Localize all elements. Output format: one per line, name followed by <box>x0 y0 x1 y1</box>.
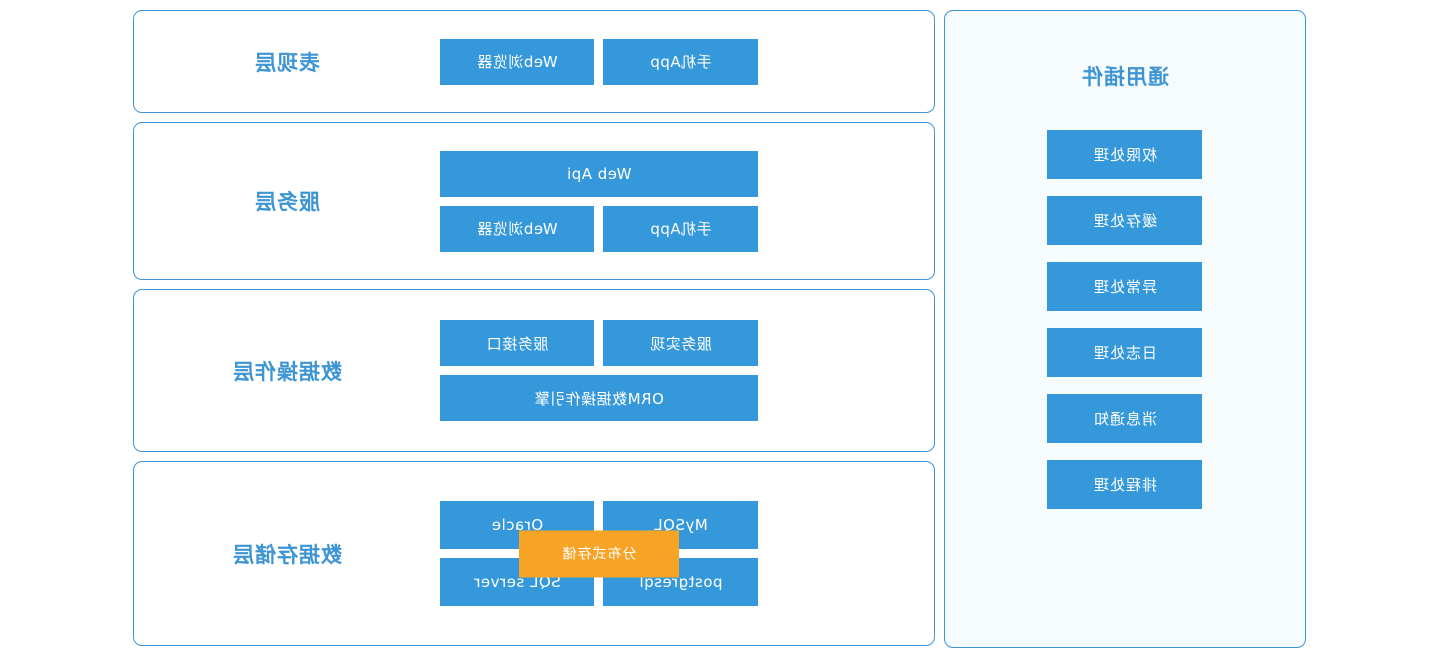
plugin-item-label: 缓存处理 <box>1093 212 1158 230</box>
node-label: Web浏览器 <box>476 220 558 238</box>
plugin-item-label: 日志处理 <box>1093 344 1158 362</box>
layer-body-data-storage: Oracle MySQL SQL server postgresql 分布式存储 <box>440 501 758 606</box>
node-service-interface[interactable]: 服务接口 <box>440 320 595 366</box>
layer-data-storage: 数据存储层 Oracle MySQL SQL server postgresql <box>133 461 935 646</box>
plugin-item-exception[interactable]: 异常处理 <box>1047 262 1203 311</box>
plugin-item-label: 消息通知 <box>1093 410 1158 428</box>
plugin-item-cache[interactable]: 缓存处理 <box>1047 196 1203 245</box>
plugin-item-label: 异常处理 <box>1093 278 1158 296</box>
node-service-implementation[interactable]: 服务实现 <box>603 320 758 366</box>
node-label: 手机App <box>649 220 712 238</box>
plugin-item-message-notify[interactable]: 消息通知 <box>1047 394 1203 443</box>
layer-label-data-operation: 数据操作层 <box>232 359 342 384</box>
node-label: 服务接口 <box>486 334 549 353</box>
node-row: 服务接口 服务实现 <box>440 320 758 366</box>
node-mobile-app[interactable]: 手机App <box>603 205 758 252</box>
plugin-item-label: 权限处理 <box>1093 146 1158 164</box>
node-row: Web Api <box>440 150 758 197</box>
plugins-panel-title: 通用插件 <box>1081 65 1169 89</box>
node-label: 服务实现 <box>649 334 712 353</box>
layer-data-operation: 数据操作层 服务接口 服务实现 ORM数据操作引擎 <box>133 289 935 452</box>
node-web-browser[interactable]: Web浏览器 <box>440 205 595 252</box>
layer-service: 服务层 Web Api Web浏览器 手机App <box>133 122 935 280</box>
node-web-api[interactable]: Web Api <box>440 150 758 197</box>
plugin-item-permission[interactable]: 权限处理 <box>1047 130 1203 179</box>
layer-body-presentation: Web浏览器 手机App <box>440 38 758 85</box>
node-row: Web浏览器 手机App <box>440 38 758 85</box>
node-mobile-app[interactable]: 手机App <box>603 38 758 85</box>
layer-label-data-storage: 数据存储层 <box>232 542 342 567</box>
layer-presentation: 表现层 Web浏览器 手机App <box>133 10 935 113</box>
layer-label-presentation: 表现层 <box>254 50 320 75</box>
node-row: Web浏览器 手机App <box>440 205 758 252</box>
node-label: Web Api <box>566 164 632 183</box>
badge-label: 分布式存储 <box>561 546 637 563</box>
plugin-item-logging[interactable]: 日志处理 <box>1047 328 1203 377</box>
general-plugins-panel: 通用插件 权限处理 缓存处理 异常处理 日志处理 消息通知 排程处理 <box>944 10 1306 648</box>
node-label: ORM数据操作引擎 <box>534 389 664 408</box>
node-row: ORM数据操作引擎 <box>440 375 758 421</box>
plugin-item-label: 排程处理 <box>1093 476 1158 494</box>
plugin-item-scheduler[interactable]: 排程处理 <box>1047 460 1203 509</box>
node-web-browser[interactable]: Web浏览器 <box>440 38 595 85</box>
layer-body-service: Web Api Web浏览器 手机App <box>440 150 758 252</box>
layer-stack: 表现层 Web浏览器 手机App 服务层 Web Api <box>133 10 935 646</box>
node-label: 手机App <box>649 53 712 71</box>
node-label: Web浏览器 <box>476 53 558 71</box>
badge-distributed-storage[interactable]: 分布式存储 <box>519 530 679 577</box>
plugin-list: 权限处理 缓存处理 异常处理 日志处理 消息通知 排程处理 <box>1047 130 1203 509</box>
layer-body-data-operation: 服务接口 服务实现 ORM数据操作引擎 <box>440 320 758 421</box>
layer-label-service: 服务层 <box>254 190 320 214</box>
node-orm-engine[interactable]: ORM数据操作引擎 <box>440 375 758 421</box>
